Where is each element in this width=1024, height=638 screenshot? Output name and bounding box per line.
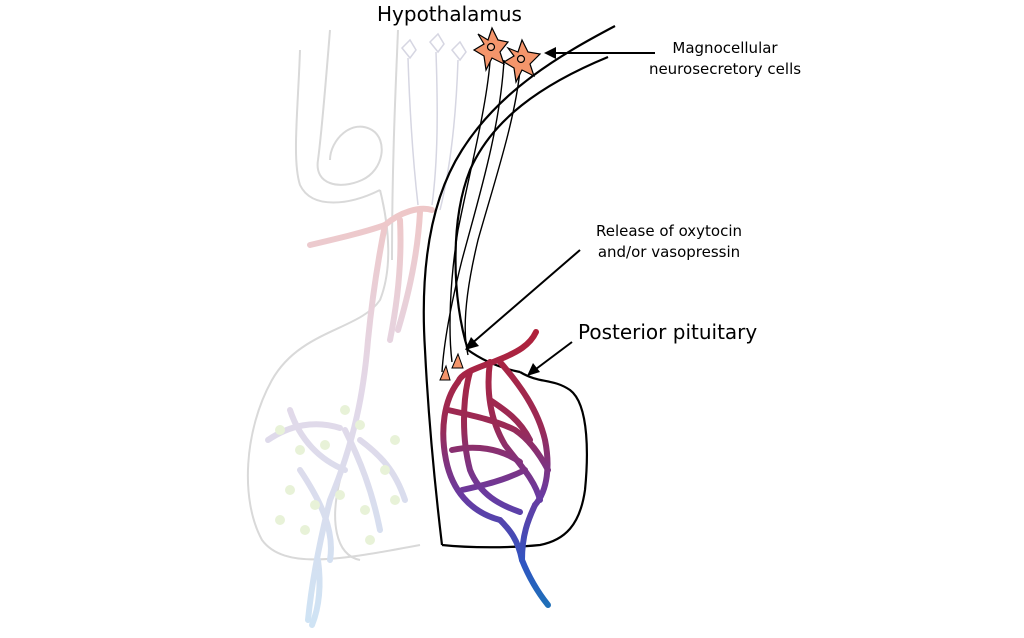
label-release-line2: and/or vasopressin [597,243,741,261]
faded-portal-vessels [265,205,435,628]
label-release: Release of oxytocin and/or vasopressin [575,221,763,263]
label-magnocellular-line2: neurosecretory cells [648,60,802,78]
posterior-pituitary-outline [422,25,616,549]
magnocellular-axons [441,59,521,373]
faded-secretory-cells [275,405,400,545]
arrowhead-icon [465,47,556,376]
label-posterior-pituitary: Posterior pituitary [578,320,758,344]
label-magnocellular: Magnocellular neurosecretory cells [636,38,814,80]
neuron-icon [472,26,542,84]
label-release-line1: Release of oxytocin [595,222,743,240]
label-hypothalamus: Hypothalamus [377,2,522,26]
axon-terminals [439,352,464,381]
arrow-icon [469,52,655,373]
faded-neurons [400,32,467,211]
faded-anterior-structure [246,29,421,561]
posterior-vessel-network [440,329,551,608]
label-magnocellular-line1: Magnocellular [672,39,778,57]
